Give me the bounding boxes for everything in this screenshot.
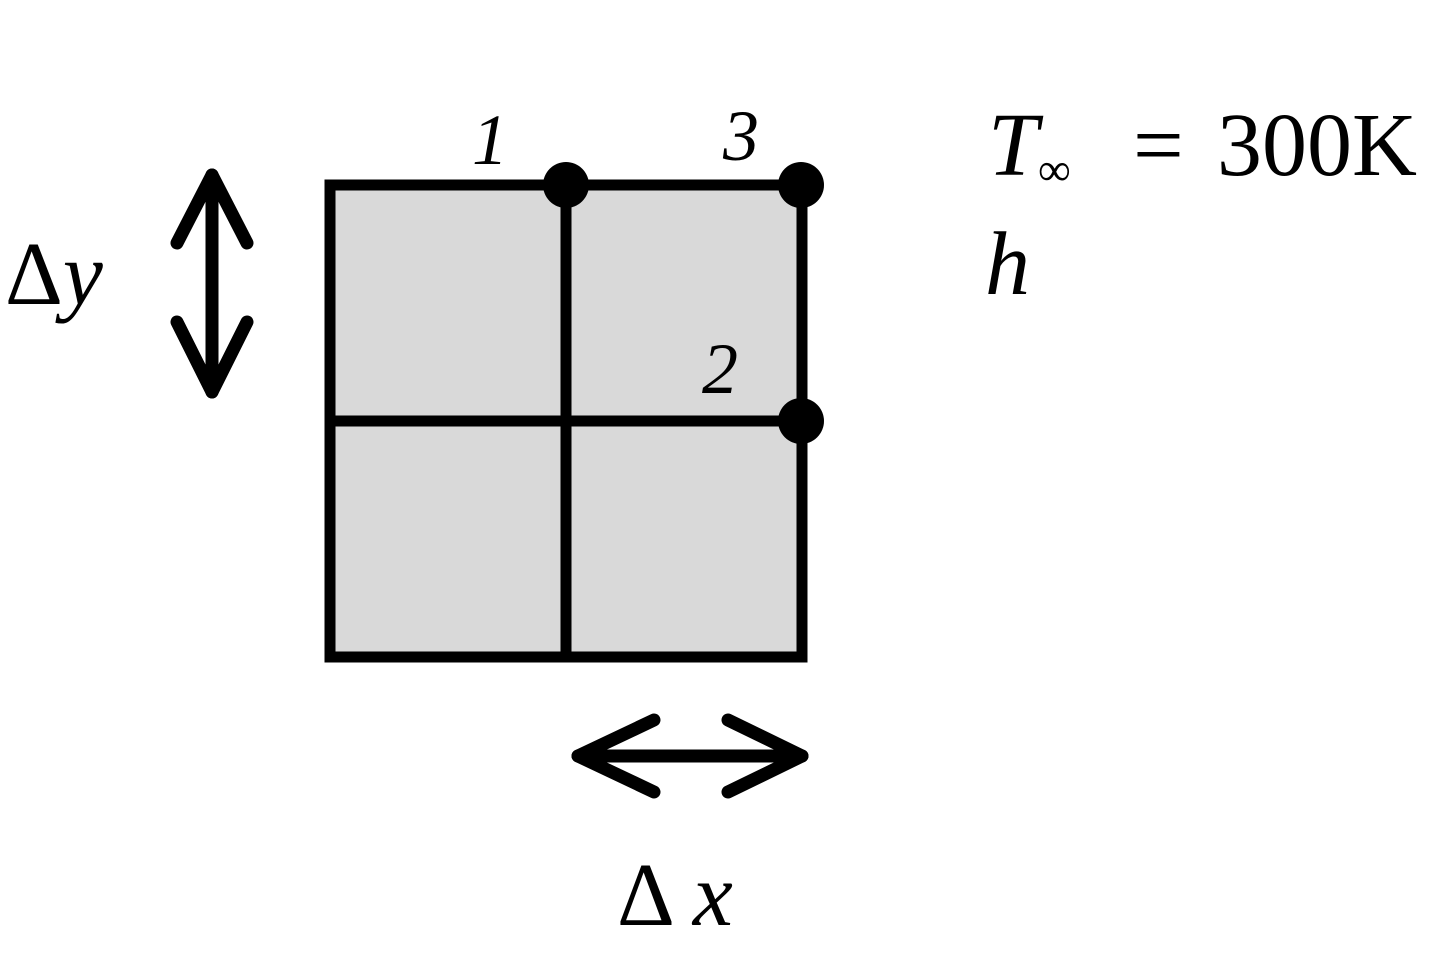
dy-delta: Δ [5, 225, 63, 324]
node-1-label: 1 [472, 100, 508, 180]
dy-dimension: Δy [5, 168, 254, 399]
node-3-label: 3 [722, 96, 759, 176]
boundary-conditions: T ∞ = 300K h [985, 96, 1417, 314]
t-inf-value: 300K [1217, 96, 1417, 195]
node-1-dot [543, 162, 589, 208]
t-inf-subscript: ∞ [1038, 144, 1071, 195]
t-inf-equals: = [1133, 96, 1184, 195]
node-2-dot [778, 398, 824, 444]
dx-var: x [691, 846, 733, 945]
dy-label: Δy [5, 225, 103, 324]
h-symbol: h [985, 215, 1030, 314]
dy-double-arrow-icon [170, 168, 254, 399]
t-inf-symbol: T [988, 96, 1044, 195]
dx-double-arrow-icon [571, 713, 809, 799]
grid [324, 179, 808, 663]
node-2-label: 2 [702, 329, 738, 409]
dx-delta: Δ [617, 846, 675, 945]
node-3-dot [778, 162, 824, 208]
dy-var: y [55, 225, 103, 324]
nodes: 1 3 2 [472, 96, 824, 444]
